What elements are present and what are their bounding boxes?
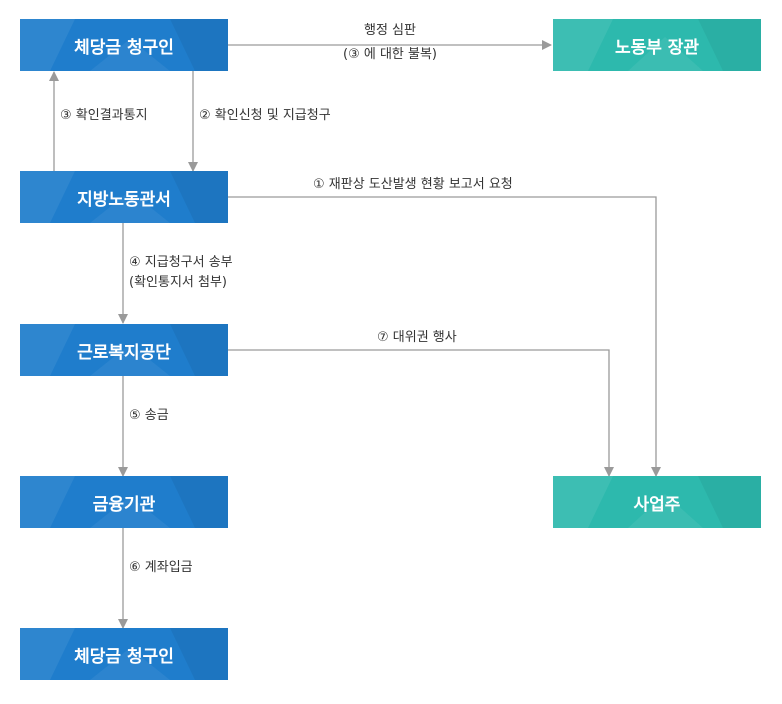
node-claimant-top: 체당금 청구인 <box>20 19 228 71</box>
label-report-request: ① 재판상 도산발생 현황 보고서 요청 <box>313 177 513 192</box>
arrow-report-request <box>228 196 661 477</box>
label-confirm-request: ② 확인신청 및 지급청구 <box>199 108 331 123</box>
label-subrogation: ⑦ 대위권 행사 <box>377 330 457 345</box>
node-welfare-corp-label: 근로복지공단 <box>77 342 171 363</box>
node-ministry-label: 노동부 장관 <box>614 37 700 58</box>
node-bank: 금융기관 <box>20 476 228 528</box>
node-claimant-bottom-label: 체당금 청구인 <box>74 646 174 667</box>
node-claimant-top-label: 체당금 청구인 <box>74 37 174 58</box>
label-send-claim-line1: ④ 지급청구서 송부 <box>129 255 233 270</box>
node-ministry: 노동부 장관 <box>553 19 761 71</box>
node-local-office: 지방노동관서 <box>20 171 228 223</box>
node-employer: 사업주 <box>553 476 761 528</box>
node-claimant-bottom: 체당금 청구인 <box>20 628 228 680</box>
node-employer-label: 사업주 <box>633 494 681 515</box>
label-confirm-result: ③ 확인결과통지 <box>60 108 148 123</box>
node-bank-label: 금융기관 <box>92 494 156 515</box>
label-send-claim-line2: (확인통지서 첨부) <box>129 275 227 290</box>
label-deposit: ⑥ 계좌입금 <box>129 560 193 575</box>
label-send-claim: ④ 지급청구서 송부 (확인통지서 첨부) <box>129 254 233 292</box>
arrow-subrogation <box>228 349 614 477</box>
node-welfare-corp: 근로복지공단 <box>20 324 228 376</box>
node-local-office-label: 지방노동관서 <box>77 189 171 210</box>
label-admin-trial-line1: 행정 심판 <box>364 23 416 38</box>
label-admin-trial: 행정 심판 (③ 에 대한 불복) <box>300 22 480 64</box>
label-remit: ⑤ 송금 <box>129 408 169 423</box>
label-admin-trial-line2: (③ 에 대한 불복) <box>343 47 437 62</box>
